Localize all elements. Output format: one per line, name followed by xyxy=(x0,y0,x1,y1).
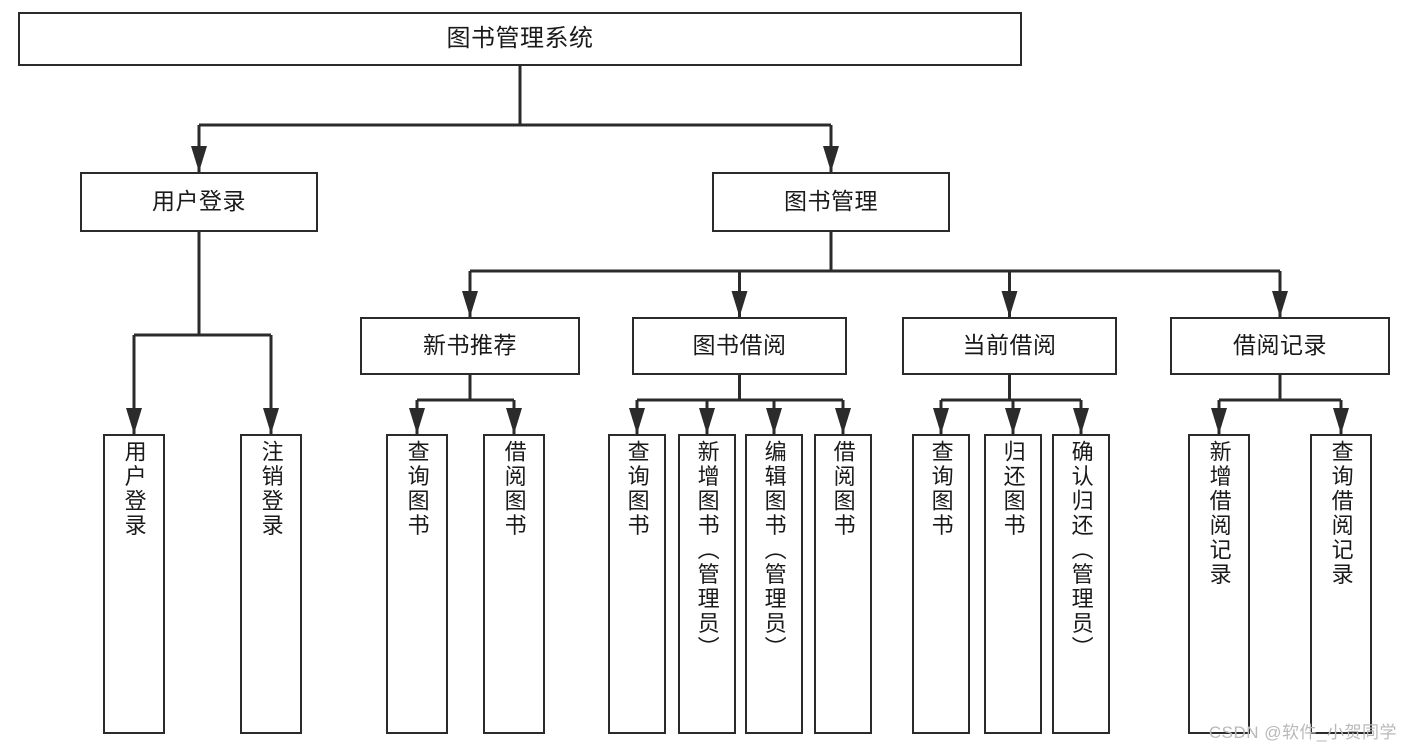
node-leaf-query-book-3[interactable]: 查询图书 xyxy=(912,434,970,734)
arrowhead-icon xyxy=(1073,408,1089,434)
node-leaf-add-record[interactable]: 新增借阅记录 xyxy=(1188,434,1250,734)
arrowhead-icon xyxy=(731,291,748,317)
arrowhead-icon xyxy=(263,408,279,434)
node-label: 新书推荐 xyxy=(423,332,517,359)
arrowhead-icon xyxy=(933,408,949,434)
node-label: 借阅记录 xyxy=(1233,332,1327,359)
node-label: 查询图书 xyxy=(624,440,650,538)
node-label: 查询借阅记录 xyxy=(1328,440,1354,587)
node-label: 图书借阅 xyxy=(692,332,787,359)
arrowhead-icon xyxy=(462,291,478,317)
node-label: 编辑图书（管理员） xyxy=(761,440,787,661)
arrowhead-icon xyxy=(191,146,207,172)
node-label: 当前借阅 xyxy=(962,332,1057,359)
node-label: 注销登录 xyxy=(258,440,284,538)
arrowhead-icon xyxy=(1333,408,1349,434)
node-leaf-confirm-return[interactable]: 确认归还（管理员） xyxy=(1052,434,1110,734)
arrowhead-icon xyxy=(409,408,425,434)
node-leaf-query-book-1[interactable]: 查询图书 xyxy=(386,434,448,734)
arrowhead-icon xyxy=(699,408,715,434)
node-user-login[interactable]: 用户登录 xyxy=(80,172,318,232)
node-label: 图书管理 xyxy=(784,188,878,215)
node-label: 借阅图书 xyxy=(830,440,856,538)
node-leaf-query-book-2[interactable]: 查询图书 xyxy=(608,434,666,734)
arrowhead-icon xyxy=(835,408,851,434)
node-label: 新增借阅记录 xyxy=(1206,440,1232,587)
arrowhead-icon xyxy=(1005,408,1021,434)
node-borrow-record[interactable]: 借阅记录 xyxy=(1170,317,1390,375)
node-root[interactable]: 图书管理系统 xyxy=(18,12,1022,66)
arrowhead-icon xyxy=(506,408,522,434)
node-leaf-user-login[interactable]: 用户登录 xyxy=(103,434,165,734)
node-label: 新增图书（管理员） xyxy=(694,440,720,661)
node-leaf-query-record[interactable]: 查询借阅记录 xyxy=(1310,434,1372,734)
node-label: 查询图书 xyxy=(928,440,954,538)
node-label: 用户登录 xyxy=(121,440,147,538)
node-current-borrow[interactable]: 当前借阅 xyxy=(902,317,1117,375)
arrowhead-icon xyxy=(766,408,782,434)
node-book-manage[interactable]: 图书管理 xyxy=(712,172,950,232)
node-label: 借阅图书 xyxy=(501,440,527,538)
node-leaf-borrow-book-1[interactable]: 借阅图书 xyxy=(483,434,545,734)
node-leaf-return-book[interactable]: 归还图书 xyxy=(984,434,1042,734)
watermark-label: CSDN @软件_小贺同学 xyxy=(1208,723,1397,742)
node-label: 归还图书 xyxy=(1000,440,1026,538)
node-leaf-user-logout[interactable]: 注销登录 xyxy=(240,434,302,734)
arrowhead-icon xyxy=(629,408,645,434)
node-new-book-rec[interactable]: 新书推荐 xyxy=(360,317,580,375)
arrowhead-icon xyxy=(1272,291,1288,317)
node-label: 用户登录 xyxy=(152,188,246,215)
arrowhead-icon xyxy=(1001,291,1018,317)
node-leaf-add-book[interactable]: 新增图书（管理员） xyxy=(678,434,736,734)
node-label: 查询图书 xyxy=(404,440,430,538)
node-book-borrow[interactable]: 图书借阅 xyxy=(632,317,847,375)
arrowhead-icon xyxy=(1211,408,1227,434)
node-leaf-borrow-book-2[interactable]: 借阅图书 xyxy=(814,434,872,734)
node-label: 图书管理系统 xyxy=(446,24,594,52)
arrowhead-icon xyxy=(823,146,839,172)
node-label: 确认归还（管理员） xyxy=(1068,440,1094,661)
arrowhead-icon xyxy=(126,408,142,434)
node-leaf-edit-book[interactable]: 编辑图书（管理员） xyxy=(745,434,803,734)
